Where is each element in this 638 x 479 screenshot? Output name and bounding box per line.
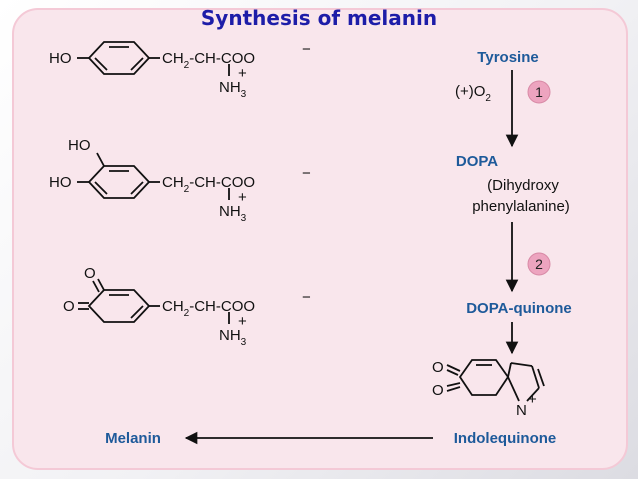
amino-label: NH3 bbox=[219, 79, 247, 100]
side-chain-label: CH2-CH-COO bbox=[162, 174, 255, 195]
carboxylate-charge: − bbox=[302, 165, 311, 182]
carbonyl-oxygen-label: O bbox=[432, 359, 444, 376]
dopa-label: DOPA bbox=[456, 153, 498, 170]
amino-label: NH3 bbox=[219, 327, 247, 348]
dopa-quinone-label: DOPA-quinone bbox=[466, 300, 572, 317]
step-1-badge bbox=[527, 80, 551, 104]
hydroxyl-label: HO bbox=[49, 174, 72, 191]
amino-charge: + bbox=[238, 65, 247, 82]
carbonyl-oxygen-label: O bbox=[84, 265, 96, 282]
carboxylate-charge: − bbox=[302, 41, 311, 58]
oxygen-label: (+)O2 bbox=[455, 83, 491, 104]
side-chain-label: CH2-CH-COO bbox=[162, 50, 255, 71]
dopa-structure bbox=[77, 152, 230, 200]
melanin-label: Melanin bbox=[105, 430, 161, 447]
tyrosine-label: Tyrosine bbox=[477, 49, 538, 66]
carbonyl-oxygen-label: O bbox=[63, 298, 75, 315]
step-2-badge bbox=[527, 252, 551, 276]
step-2-number: 2 bbox=[535, 256, 543, 272]
carboxylate-charge: − bbox=[302, 289, 311, 306]
diagram-card bbox=[12, 8, 628, 470]
hydroxyl-label: HO bbox=[68, 137, 91, 154]
amino-label: NH3 bbox=[219, 203, 247, 224]
tyrosine-structure bbox=[77, 41, 230, 76]
amino-charge: + bbox=[238, 313, 247, 330]
dopa-description-line-1: (Dihydroxy bbox=[487, 177, 559, 194]
step-1-number: 1 bbox=[535, 84, 543, 100]
hydroxyl-label: HO bbox=[49, 50, 72, 67]
nitrogen-label: N bbox=[516, 402, 527, 419]
dopa-quinone-structure bbox=[78, 278, 230, 324]
carbonyl-oxygen-label: O bbox=[432, 382, 444, 399]
slide-title: Synthesis of melanin bbox=[200, 6, 438, 30]
amino-charge: + bbox=[238, 189, 247, 206]
nitrogen-charge: + bbox=[528, 391, 537, 408]
side-chain-label: CH2-CH-COO bbox=[162, 298, 255, 319]
indolequinone-structure bbox=[446, 359, 545, 402]
indolequinone-label: Indolequinone bbox=[454, 430, 557, 447]
dopa-description-line-2: phenylalanine) bbox=[472, 198, 570, 215]
